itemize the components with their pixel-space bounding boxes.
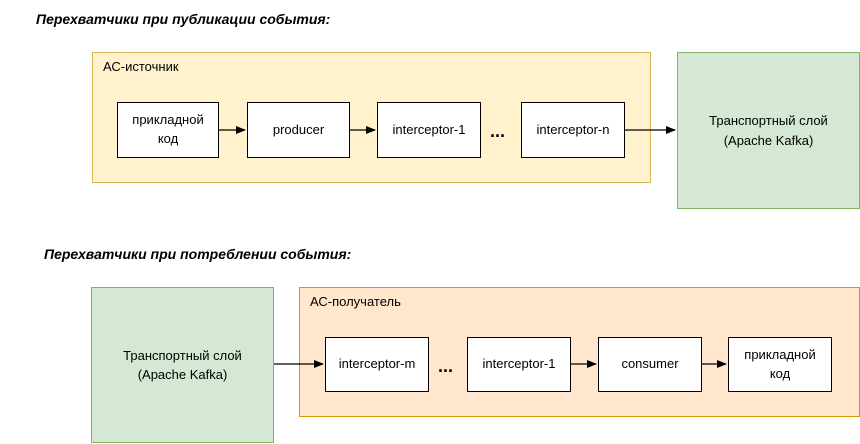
publish-interceptor-last-box: interceptor-n [521, 102, 625, 158]
consume-transport-layer: Транспортный слой (Apache Kafka) [91, 287, 274, 443]
consume-interceptor-last-box: interceptor-1 [467, 337, 571, 392]
receiver-system-label: АС-получатель [310, 294, 401, 309]
publish-transport-layer: Транспортный слой (Apache Kafka) [677, 52, 860, 209]
consume-app-code-box: прикладной код [728, 337, 832, 392]
source-system-label: АС-источник [103, 59, 179, 74]
publish-ellipsis: ... [490, 121, 506, 141]
publish-interceptor-first-box: interceptor-1 [377, 102, 481, 158]
consume-heading: Перехватчики при потреблении события: [44, 246, 352, 262]
consumer-box: consumer [598, 337, 702, 392]
publish-app-code-box: прикладной код [117, 102, 219, 158]
consume-ellipsis: ... [438, 356, 454, 376]
publish-heading: Перехватчики при публикации события: [36, 11, 331, 27]
consume-interceptor-first-box: interceptor-m [325, 337, 429, 392]
producer-box: producer [247, 102, 350, 158]
